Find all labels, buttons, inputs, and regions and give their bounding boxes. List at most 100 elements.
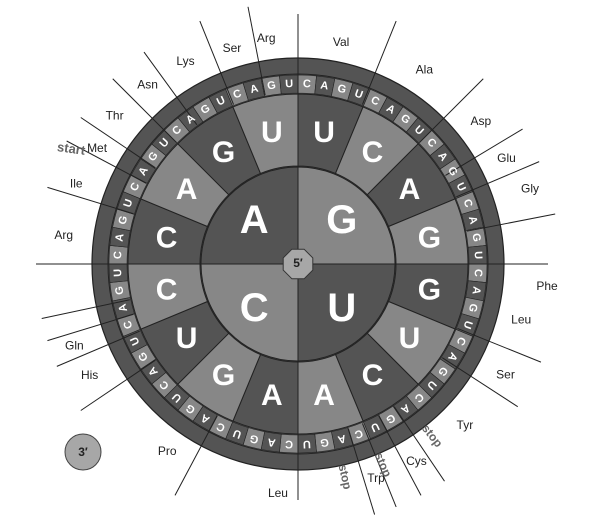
amino-acid-divider — [419, 78, 484, 143]
third-base-letter: G — [319, 435, 329, 448]
third-base-letter: G — [466, 302, 480, 313]
amino-acid-label: His — [81, 368, 98, 382]
third-base-letter: C — [353, 426, 365, 440]
third-base-letter: A — [466, 215, 480, 226]
third-base-letter: U — [472, 251, 484, 260]
third-base-letter: A — [113, 233, 126, 243]
third-base-letter: U — [232, 426, 244, 440]
center-octagon — [282, 248, 314, 280]
second-base-letter: C — [362, 136, 384, 169]
first-base-quadrant — [297, 263, 396, 362]
amino-acid-label: Gln — [65, 338, 84, 352]
first-base-letter: G — [326, 198, 357, 242]
third-base-letter: A — [117, 302, 131, 313]
third-base-letter: U — [112, 269, 124, 278]
second-base-letter: C — [156, 221, 178, 254]
amino-acid-label: Leu — [268, 486, 288, 500]
second-base-letter: A — [176, 173, 198, 206]
amino-acid-label: Glu — [497, 151, 516, 165]
amino-acid-divider — [47, 186, 134, 215]
third-base-letter: G — [336, 83, 347, 97]
third-base-letter: C — [232, 88, 244, 102]
third-base-letter: U — [285, 78, 294, 90]
amino-acid-divider — [66, 140, 147, 184]
second-base-letter: A — [399, 173, 421, 206]
amino-acid-label: Cys — [406, 454, 427, 468]
three-prime-label: 3′ — [78, 445, 88, 459]
second-base-letter: G — [418, 274, 441, 307]
third-base-letter: A — [320, 79, 330, 92]
amino-acid-label: Leu — [511, 313, 531, 327]
second-base-letter: U — [261, 116, 283, 149]
amino-acid-divider — [456, 161, 540, 198]
third-base-letter: G — [266, 79, 276, 92]
third-base-letter: G — [117, 215, 131, 226]
amino-acid-label: Ala — [416, 62, 434, 76]
amino-acid-divider — [199, 20, 235, 105]
amino-acid-divider — [56, 330, 140, 367]
stop-codon-label: stop — [419, 421, 446, 450]
amino-acid-label: Ser — [223, 41, 242, 55]
amino-acid-divider — [80, 117, 156, 169]
third-base-letter: A — [267, 436, 277, 449]
third-base-letter: C — [472, 269, 484, 278]
second-base-letter: G — [212, 359, 235, 392]
first-base-quadrant — [200, 263, 299, 362]
third-base-letter: G — [469, 232, 482, 242]
second-base-letter: C — [362, 359, 384, 392]
second-base-letter: U — [176, 322, 198, 355]
second-base-letter: A — [261, 379, 283, 412]
stop-codon-label: stop — [336, 463, 355, 491]
amino-acid-label: Val — [333, 35, 349, 49]
amino-acid-label: Arg — [257, 31, 276, 45]
amino-acid-label: Tyr — [457, 418, 474, 432]
amino-acid-divider — [361, 20, 397, 105]
amino-acid-divider — [112, 78, 177, 143]
third-base-letter: A — [470, 286, 483, 296]
amino-acid-label: Phe — [536, 279, 558, 293]
amino-acid-label: Arg — [54, 228, 73, 242]
amino-acid-divider — [47, 313, 134, 342]
amino-acid-label: Asn — [137, 78, 158, 92]
third-base-letter: C — [460, 198, 474, 210]
amino-acid-label: Gly — [521, 182, 539, 196]
amino-acid-divider — [174, 415, 218, 496]
second-base-letter: G — [418, 221, 441, 254]
second-base-letter: A — [313, 379, 335, 412]
wheel-rings — [91, 57, 505, 471]
second-base-letter: G — [212, 136, 235, 169]
amino-acid-label: Ile — [70, 176, 83, 190]
three-prime-circle — [64, 433, 102, 471]
amino-acid-label: Asp — [470, 114, 491, 128]
amino-acid-label: Ser — [496, 367, 515, 381]
amino-acid-divider — [393, 406, 445, 482]
third-base-letter: A — [336, 432, 347, 446]
center-label-5-prime: 5′ — [293, 256, 303, 270]
first-base-letter: C — [240, 286, 269, 330]
amino-acid-divider — [441, 357, 519, 408]
amino-acid-divider — [247, 6, 266, 96]
third-base-letter: U — [303, 438, 312, 450]
first-base-quadrant — [200, 166, 299, 265]
third-base-letter: C — [112, 251, 124, 260]
amino-acid-divider — [80, 359, 156, 411]
first-base-letter: A — [240, 198, 269, 242]
second-base-letter: C — [156, 274, 178, 307]
three-prime-marker: 3′ — [64, 433, 102, 471]
third-base-letter: C — [122, 319, 136, 331]
third-base-letter: U — [353, 88, 365, 102]
third-base-letter: G — [113, 285, 126, 295]
start-codon-label: start — [56, 139, 87, 158]
third-base-letter: U — [122, 198, 136, 210]
first-base-quadrant — [297, 166, 396, 265]
second-base-letter: U — [313, 116, 335, 149]
third-base-letter: C — [285, 438, 294, 450]
amino-acid-label: Lys — [176, 54, 194, 68]
amino-acid-divider — [347, 428, 376, 515]
amino-acid-divider — [457, 327, 542, 363]
second-base-letter: U — [399, 322, 421, 355]
first-base-letter: U — [327, 286, 356, 330]
amino-acid-divider — [361, 423, 397, 508]
amino-acid-divider — [378, 415, 422, 496]
